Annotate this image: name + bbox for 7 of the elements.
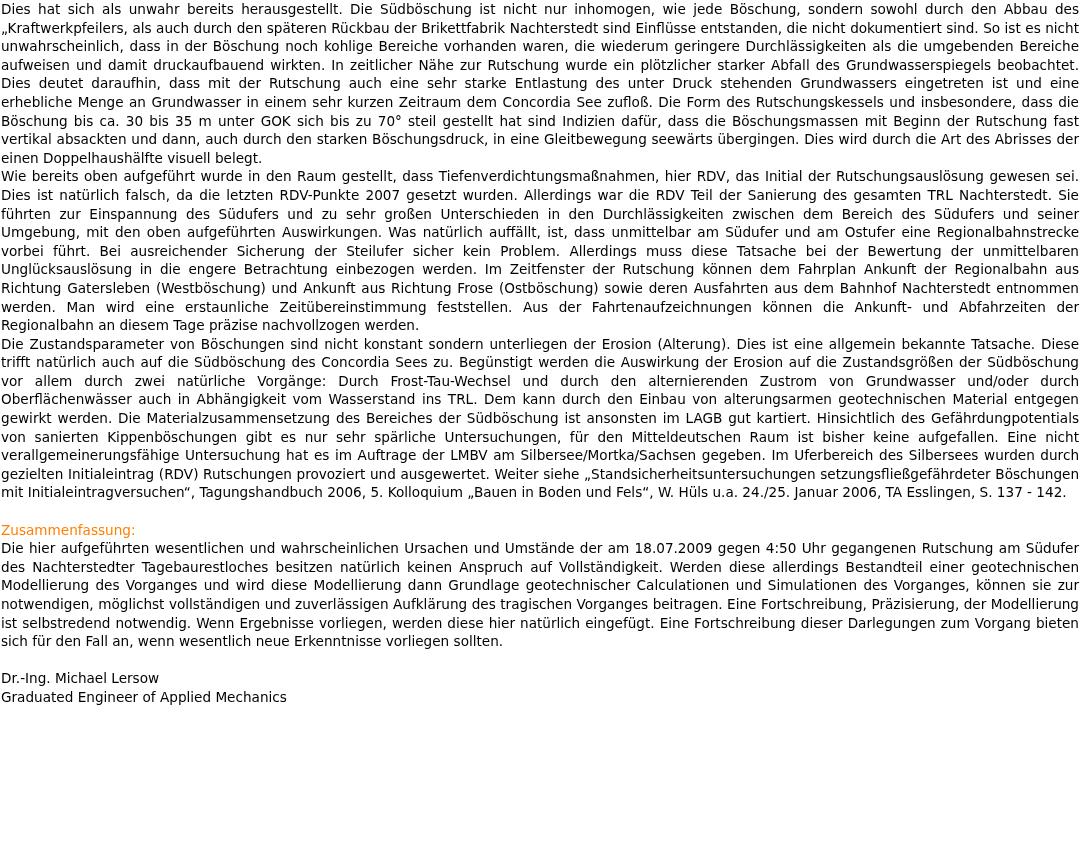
body-paragraph: Wie bereits oben aufgeführt wurde in den Raum gestellt, dass Tiefenverdichtungsmaßnahmen, hier RDV, das Initial der Rutschungsauslösung gewesen sei. Dies ist natürlich falsch, da die letzten RDV-Punkte 2007 gesetzt wurden. Allerdings war die RDV Teil der Sanierung des gesamten TRL Nachterstedt. Sie führten zur Einspannung des Südufers und zu sehr großen Unterschieden in den Durchlässigkeiten zwischen dem Bereich des Südufers und seiner Umgebung, mit den oben aufgeführten Auswirkungen. Was natürlich auffällt, ist, dass unmittelbar am Südufer und am Ostufer eine Regionalbahnstrecke vorbei führt. Bei ausreichender Sicherung der Steilufer sicher kein Problem. Allerdings muss diese Tatsache bei der Bewertung der unmittelbaren Unglücksauslösung in die engere Betrachtung einbezogen werden. Im Zeitfenster der Rutschung können dem Fahrplan Ankunft der Regionalbahn aus Richtung Gatersleben (Westböschung) und Ankunft aus Richtung Frose (Ostböschung) sowie deren Ausfahrten aus dem Bahnhof Nachterstedt entnommen werden. Man wird eine erstaunliche Zeitübereinstimmung feststellen. Aus der Fahrtenaufzeichnungen können die Ankunft- und Abfahrzeiten der Regionalbahn an diesem Tage präzise nachvollzogen werden. bbox=[1, 167, 1079, 335]
section-heading: Zusammenfassung: bbox=[1, 520, 137, 540]
body-paragraph: Die Zustandsparameter von Böschungen sind nicht konstant sondern unterliegen der Erosion (Alterung). Dies ist eine allgemein bekannte Tatsache. Diese trifft natürlich auch auf die Südböschung des Concordia Sees zu. Begünstigt werden die Auswirkung der Erosion auf die Zustandsgrößen der Südböschung vor allem durch zwei natürliche Vorgänge: Durch Frost-Tau-Wechsel und durch den alternierenden Zustrom von Grundwasser und/oder durch Oberflächenwässer auch in Abhängigkeit vom Wasserstand ins TRL. Dem kann durch den Einbau von alterungsarmen geotechnischen Material entgegen gewirkt werden. Die Materialzusammensetzung des Bereiches der Südböschung ist ansonsten im LAGB gut kartiert. Hinsichtlich des Gefährdungpotentials von sanierten Kippenböschungen gibt es nur sehr spärliche Untersuchungen, für den Mitteldeutschen Raum ist bisher keine aufgefallen. Eine nicht verallgemeinerungsfähige Untersuchung hat es im Auftrage der LMBV am Silbersee/Mortka/Sachsen gegeben. Im Uferbereich des Silbersees wurden durch gezielten Initialeintrag (RDV) Rutschungen provoziert und ausgewertet. Weiter siehe „Standsicherheitsuntersuchungen setzungsfließgefährdeter Böschungen mit Initialeintragversuchen“, Tagungshandbuch 2006, 5. Kolloquium „Bauen in Boden und Fels“, W. Hüls u.a. 24./25. Januar 2006, TA Esslingen, S. 137 - 142. bbox=[1, 334, 1079, 503]
author-name: Dr.-Ing. Michael Lersow bbox=[1, 669, 161, 688]
body-paragraph: Dies hat sich als unwahr bereits herausgestellt. Die Südböschung ist nicht nur inhomogen, wie jede Böschung, sondern sowohl durch den Abbau des „Kraftwerkpfeilers, als auch durch den späteren Rückbau der Brikettfabrik Nachterstedt sind Einflüsse entstanden, die nicht dokumentiert sind. So ist es nicht unwahrscheinlich, dass in der Böschung noch kohlige Bereiche vorhanden waren, die wiederum geringere Durchlässigkeiten als die umgebenden Bereiche aufweisen und damit druckaufbauend wirkten. In zeitlicher Nähe zur Rutschung wurde ein plötzlicher starker Abfall des Grundwasserspiegels beobachtet. Dies deutet daraufhin, dass mit der Rutschung auch eine sehr starke Entlastung des unter Druck stehenden Grundwassers eingetreten ist und eine erhebliche Menge an Grundwasser in einem sehr kurzen Zeitraum dem Concordia See zufloß. Die Form des Rutschungskessels und insbesondere, dass die Böschung bis ca. 30 bis 35 m unter GOK sich bis zu 70° steil gestellt hat sind Indizien dafür, dass die Böschungsmassen mit Beginn der Rutschung fast vertikal absackten und dann, auch durch den starken Böschungsdruck, in eine Gleitbewegung seewärts übergingen. Dies wird durch die Art des Abrisses der einen Doppelhaushälfte visuell belegt. bbox=[1, 0, 1079, 168]
body-paragraph: Die hier aufgeführten wesentlichen und wahrscheinlichen Ursachen und Umstände der am 18.07.2009 gegen 4:50 Uhr gegangenen Rutschung am Südufer des Nachterstedter Tagebaurestloches besitzen natürlich keinen Anspruch auf Vollständigkeit. Werden diese allerdings Bestandteil einer geotechnischen Modellierung des Vorganges und wird diese Modellierung dann Grundlage geotechnischer Calculationen und Simulationen des Vorganges, können sie zur notwendigen, möglichst vollständigen und zuverlässigen Aufklärung des tragischen Vorganges beitragen. Eine Fortschreibung, Präzisierung, der Modellierung ist selbstredend notwendig. Wenn Ergebnisse vorliegen, werden diese hier natürlich eingefügt. Eine Fortschreibung dieser Darlegungen zum Vorgang bieten sich für den Fall an, wenn wesentlich neue Erkenntnisse vorliegen sollten. bbox=[1, 539, 1079, 651]
author-title: Graduated Engineer of Applied Mechanics bbox=[1, 687, 288, 707]
